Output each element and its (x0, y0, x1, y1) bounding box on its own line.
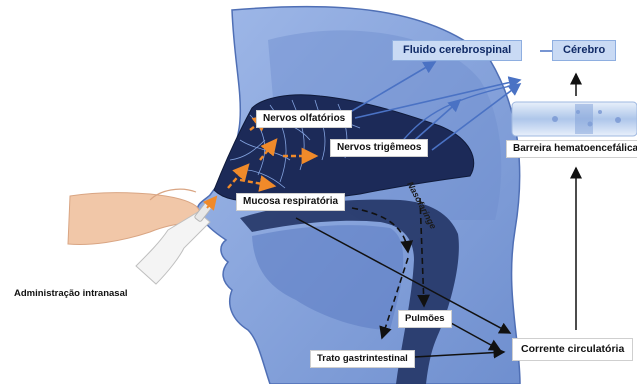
respiratory-mucosa-label: Mucosa respiratória (236, 193, 345, 211)
trigeminal-nerves-label: Nervos trigêmeos (330, 139, 428, 157)
intranasal-administration-label: Administração intranasal (14, 289, 128, 299)
bloodstream-box: Corrente circulatória (512, 338, 633, 361)
lungs-label: Pulmões (398, 310, 452, 328)
gi-tract-label: Trato gastrintestinal (310, 350, 415, 368)
olfactory-nerves-label: Nervos olfatórios (256, 110, 352, 128)
brain-box: Cérebro (552, 40, 616, 61)
bbb-label: Barreira hematoencefálica (506, 140, 637, 158)
csf-box: Fluido cerebrospinal (392, 40, 522, 61)
